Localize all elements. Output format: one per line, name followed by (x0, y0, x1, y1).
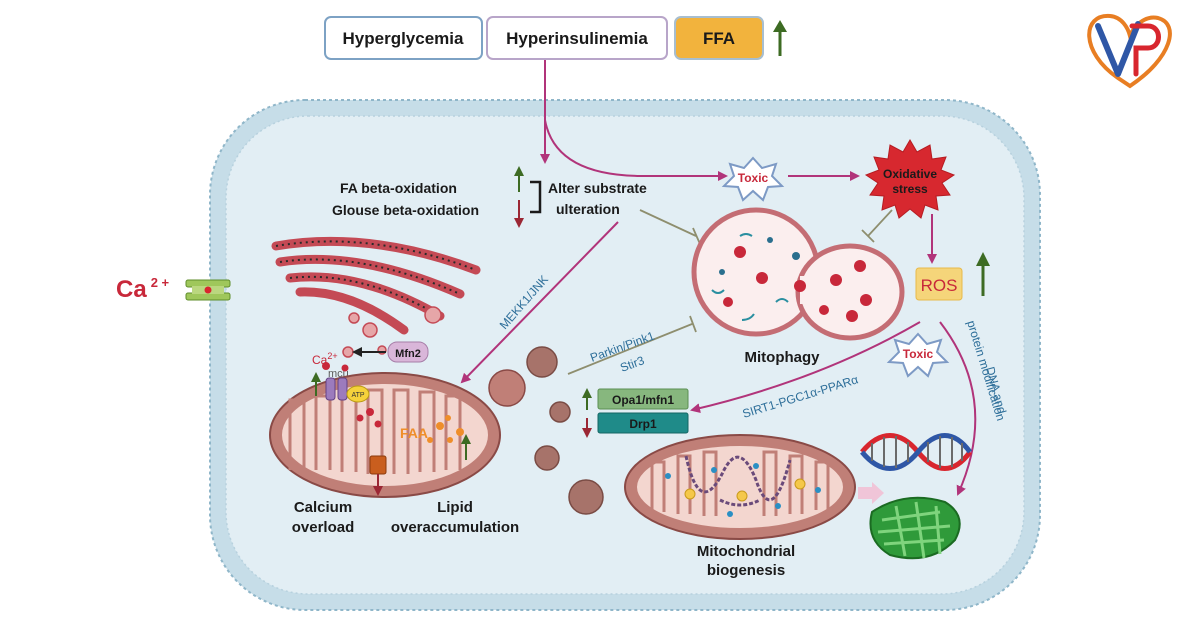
mfn2-label: Mfn2 (395, 348, 421, 360)
atp-badge (346, 385, 370, 403)
left-mitochondrion (269, 369, 526, 498)
toxic-top-label: Toxic (738, 171, 769, 185)
hyperglycemia-box (324, 16, 483, 60)
drp1-box (597, 412, 689, 434)
alter-substrate-label-2: ulteration (556, 201, 620, 217)
mfn2-box (387, 341, 429, 363)
alter-inhibits-mitophagy (639, 209, 701, 245)
lipid-overaccumulation-label-2: overaccumulation (391, 519, 519, 536)
ros-box (915, 267, 963, 301)
oxidative-inhibits-mitophagy (861, 209, 893, 243)
er-vesicles (342, 306, 442, 358)
biogenesis-dots (665, 463, 821, 517)
calcium-overload-label-1: Calcium (294, 499, 352, 516)
ros-up-arrow-icon (976, 252, 990, 296)
alter-substrate-label-1: Alter substrate (548, 180, 647, 196)
sirt1-arrow (690, 321, 921, 414)
mitochondrial-fragments (526, 346, 604, 515)
parkin-inhibits-mitophagy (567, 315, 697, 375)
biogenesis-label-1: Mitochondrial (697, 543, 795, 560)
dna-helix-icon (860, 433, 973, 471)
lipid-overaccumulation-label-1: Lipid (437, 499, 473, 516)
calcium-overload-label-2: overload (292, 519, 355, 536)
hyperglycemia-label: Hyperglycemia (343, 29, 464, 48)
faa-up-arrow-icon (461, 434, 471, 460)
oxidative-stress-burst (864, 139, 956, 219)
vp-heart-logo (1087, 13, 1172, 89)
protein-structure-icon (869, 496, 961, 560)
mekk-jnk-arrow (460, 221, 619, 384)
calcium-channel-icon (185, 279, 231, 301)
biogenesis-mitochondrion (624, 434, 856, 540)
insulin-to-toxic-arrow (544, 119, 728, 181)
opa1-box (597, 388, 689, 410)
hyperinsulinemia-label: Hyperinsulinemia (506, 29, 648, 48)
oxidative-stress-label-2: stress (892, 182, 928, 196)
ffa-box (674, 16, 764, 60)
hyperinsulinemia-box (486, 16, 668, 60)
toxic-star-lower (886, 332, 950, 378)
toxic-lower-label: Toxic (903, 347, 934, 361)
er-inner-dots (275, 240, 477, 317)
atp-label: ATP (351, 392, 364, 399)
toxic-star-top (721, 156, 785, 202)
dynamics-up-down-arrows-icon (582, 388, 592, 438)
oxidative-stress-label-1: Oxidative (883, 167, 937, 181)
drp1-label: Drp1 (629, 417, 657, 431)
calcium-up-arrow-icon (311, 372, 321, 396)
ffa-label: FFA (703, 29, 735, 48)
mitophagy-label: Mitophagy (745, 349, 821, 366)
fa-beta-oxidation-label: FA beta-oxidation (340, 180, 457, 196)
mitophagy-contents (711, 233, 872, 322)
efflux-channel-icon (369, 455, 387, 496)
metabolism-bracket (530, 180, 542, 214)
biogenesis-label-2: biogenesis (707, 562, 785, 579)
mcu-channel-icon (325, 377, 348, 401)
opa1-label: Opa1/mfn1 (612, 393, 674, 407)
ros-label: ROS (921, 276, 958, 295)
calcium-dots (322, 362, 382, 428)
faa-label: FAA (400, 425, 428, 441)
metabolism-up-down-arrows-icon (514, 166, 524, 228)
ffa-up-arrow-icon (773, 20, 787, 56)
biogenesis-output-arrow-icon (858, 482, 884, 504)
dna-modification-arrow (939, 321, 977, 496)
lipid-droplets (427, 415, 464, 443)
glucose-beta-oxidation-label: Glouse beta-oxidation (332, 202, 479, 218)
